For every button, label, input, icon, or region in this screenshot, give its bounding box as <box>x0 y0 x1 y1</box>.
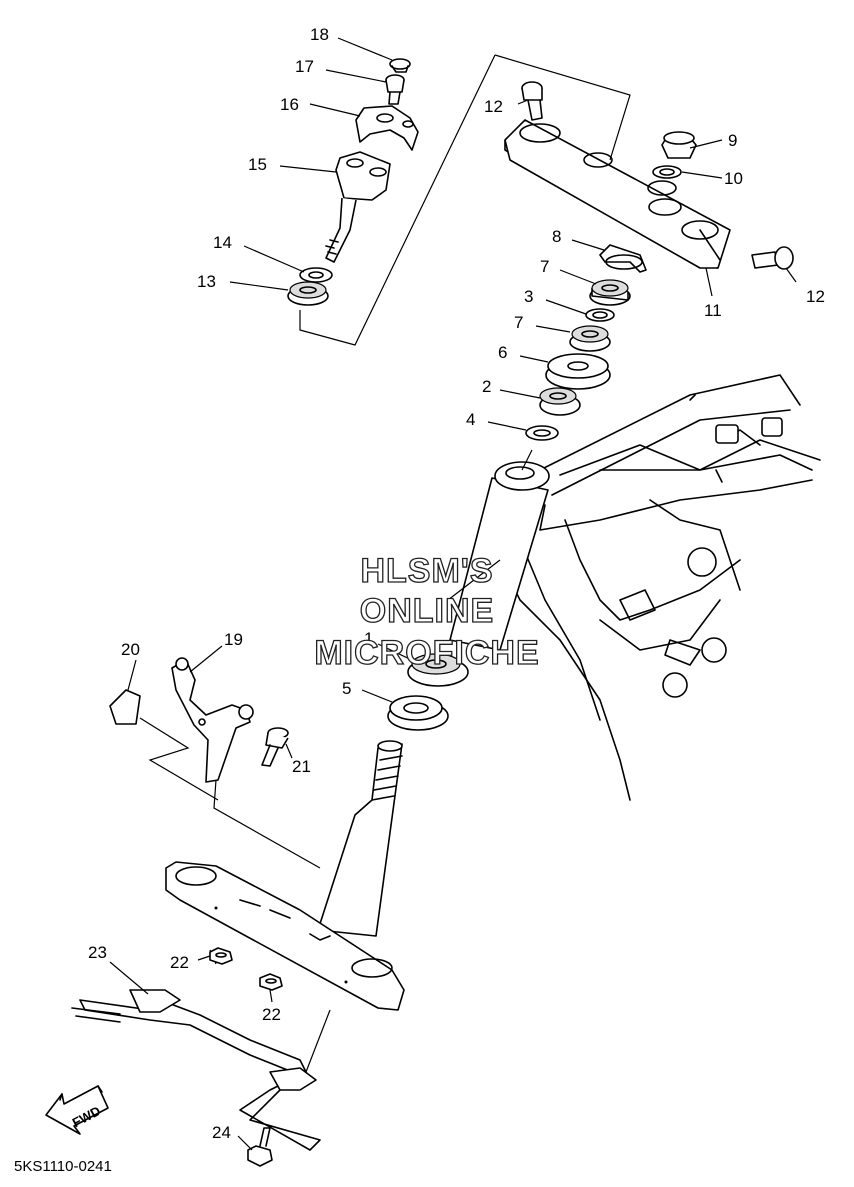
callout-22-left: 22 <box>170 953 189 972</box>
washer-3 <box>585 308 615 322</box>
lower-bearing-1 <box>407 653 469 687</box>
callout-1: 1 <box>364 629 373 648</box>
callout-6: 6 <box>498 343 507 362</box>
upper-holder-16 <box>355 105 419 151</box>
callout-16: 16 <box>280 95 299 114</box>
diagram-code: 5KS1110-0241 <box>14 1158 112 1175</box>
callout-4: 4 <box>466 410 475 429</box>
callout-20: 20 <box>121 640 140 659</box>
washer-14 <box>299 267 333 283</box>
callout-2: 2 <box>482 377 491 396</box>
bearing-cover-6 <box>545 353 611 390</box>
callout-11: 11 <box>704 301 722 320</box>
watermark-line-2: ONLINE <box>360 592 494 630</box>
watermark-line-1: HLSM'S <box>360 552 493 590</box>
callout-15: 15 <box>248 155 267 174</box>
callout-24: 24 <box>212 1123 231 1142</box>
nut-22-left <box>209 947 233 965</box>
callout-12-top: 12 <box>484 97 503 116</box>
callout-7-lower: 7 <box>514 313 523 332</box>
dust-seal-4 <box>525 425 559 441</box>
callout-8: 8 <box>552 227 561 246</box>
ring-nut-7-lower <box>569 325 611 352</box>
bolt-12-top <box>521 81 543 121</box>
cap-18 <box>389 58 411 73</box>
under-bracket <box>165 861 405 1011</box>
fwd-arrow-icon: FWD <box>45 1085 109 1135</box>
wire-guide-23 <box>71 989 321 1151</box>
upper-bracket <box>504 119 731 269</box>
nut-9 <box>661 131 697 159</box>
callout-7-upper: 7 <box>540 257 549 276</box>
ball-race-2 <box>539 387 581 416</box>
callout-13: 13 <box>197 272 216 291</box>
callout-23: 23 <box>88 943 107 962</box>
leader-lines <box>109 37 797 1151</box>
callout-18: 18 <box>310 25 329 44</box>
bolt-21 <box>261 727 289 767</box>
damper-20 <box>109 689 141 725</box>
watermark: HLSM'S ONLINE MICROFICHE <box>314 551 540 672</box>
bolt-24 <box>247 1127 273 1167</box>
callout-17: 17 <box>295 57 314 76</box>
callout-5: 5 <box>342 679 351 698</box>
frame <box>499 374 821 801</box>
steering-head-tube <box>447 461 550 651</box>
callout-10: 10 <box>724 169 743 188</box>
bolt-12-side <box>751 246 794 270</box>
nut-22-right <box>259 973 283 991</box>
callout-9: 9 <box>728 131 737 150</box>
bush-13 <box>287 281 329 306</box>
callout-19: 19 <box>224 630 243 649</box>
callout-12-side: 12 <box>806 287 825 306</box>
seal-5 <box>387 695 449 731</box>
ring-nut-7-upper <box>589 279 631 306</box>
washer-10 <box>652 165 682 179</box>
lower-holder-15 <box>325 151 391 263</box>
callout-22-right: 22 <box>262 1005 281 1024</box>
callout-14: 14 <box>213 233 232 252</box>
bolt-17 <box>385 74 405 105</box>
steering-stem <box>317 740 403 937</box>
callout-21: 21 <box>292 757 311 776</box>
callout-numbers: 18 17 16 15 14 13 12 12 9 10 8 11 7 3 7 … <box>88 25 825 1142</box>
watermark-line-3: MICROFICHE <box>314 634 539 672</box>
callout-3: 3 <box>524 287 533 306</box>
cable-guide-19 <box>171 657 254 783</box>
lock-washer-8 <box>599 244 647 273</box>
